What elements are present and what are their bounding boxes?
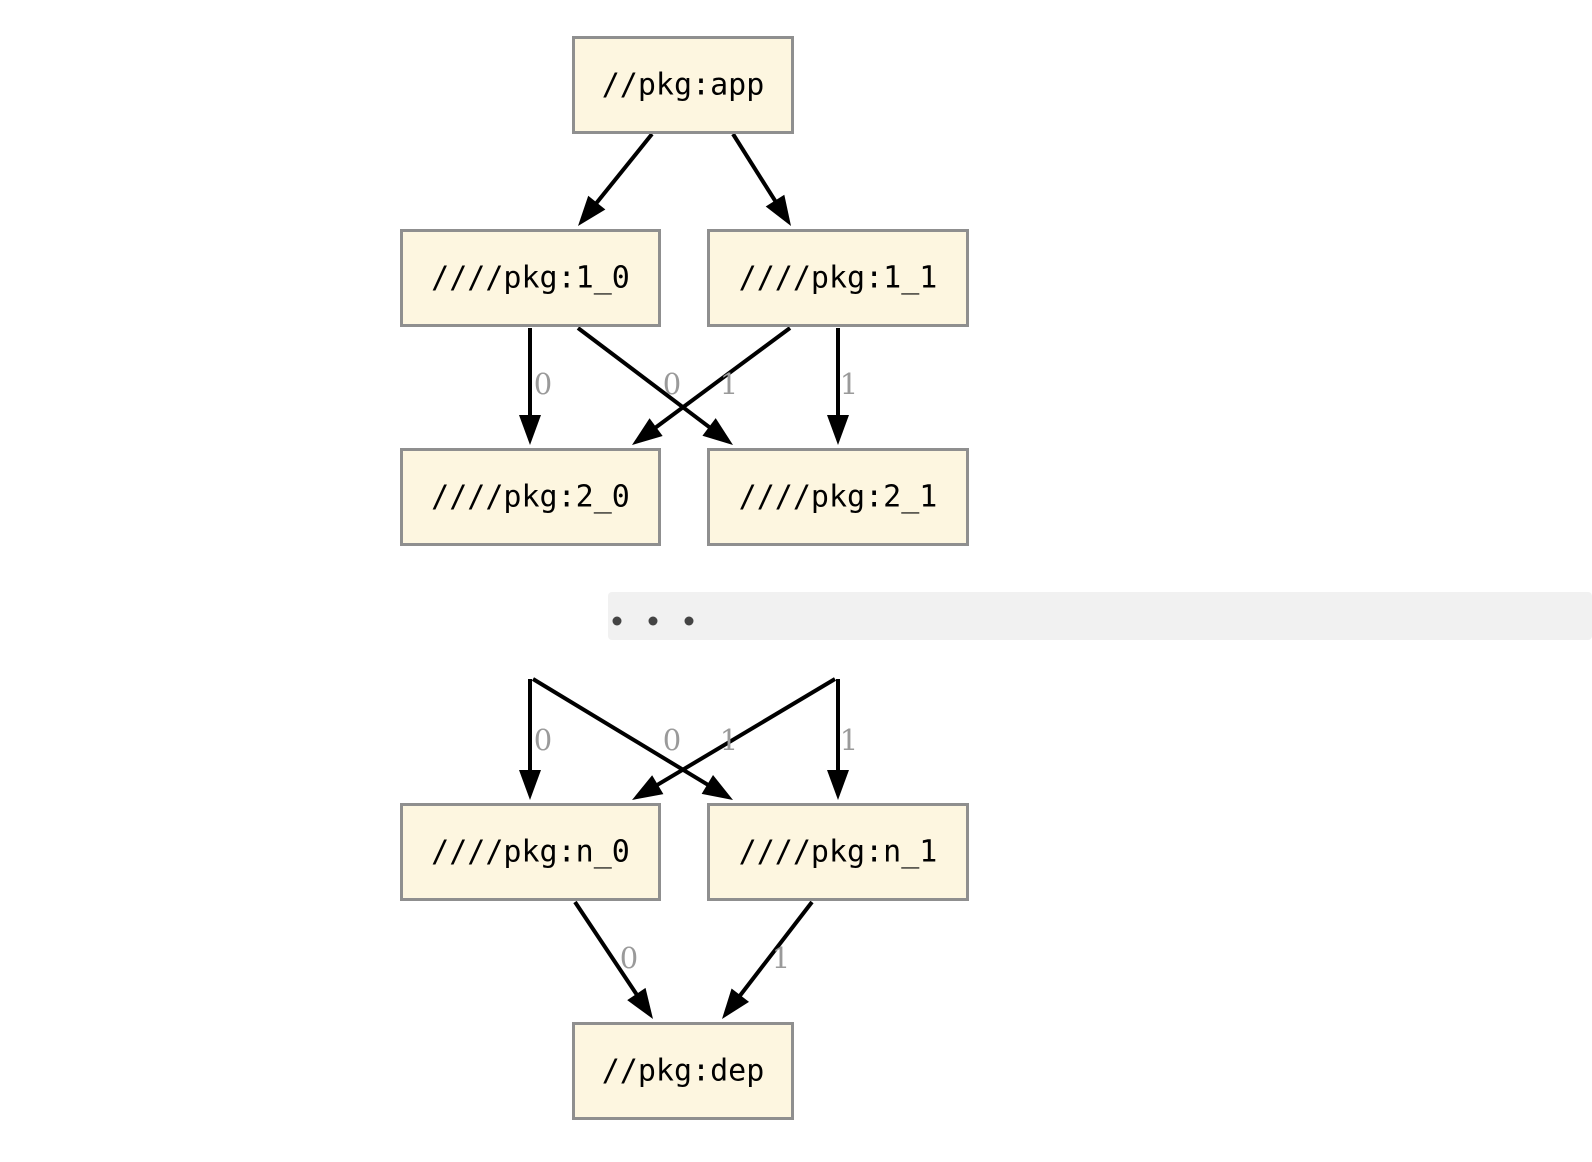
edge-l1_0-l2_1 — [576, 326, 716, 433]
nodes-layer: //pkg:app ////pkg:1_0 ////pkg:1_1 ////pkg:2… — [400, 36, 969, 1120]
arrowhead-l1_1-l2_1 — [827, 415, 849, 445]
edge-l1_1-l2_0 — [650, 326, 792, 433]
arrowhead-ln_0-dep — [627, 987, 653, 1019]
edge-elided-ln_0-b — [651, 677, 837, 790]
arrowhead-elided-ln_1-b — [827, 770, 849, 800]
arrowhead-app-l1_0 — [578, 195, 606, 226]
node-label-app: //pkg:app — [602, 68, 765, 103]
elision-dot-1 — [648, 616, 658, 626]
node-label-l2_0: ////pkg:2_0 — [431, 480, 630, 515]
arrowhead-l1_0-l2_1 — [702, 418, 733, 445]
edge-ln_0-dep — [573, 900, 642, 1001]
node-box-ln_0[interactable] — [400, 803, 661, 901]
node-label-l2_1: ////pkg:2_1 — [739, 480, 938, 515]
node-box-app[interactable] — [572, 36, 794, 134]
node-label-ln_1: ////pkg:n_1 — [739, 835, 938, 870]
arrowhead-l1_1-l2_0 — [632, 418, 663, 445]
node-box-l2_1[interactable] — [707, 448, 969, 546]
node-label-ln_0: ////pkg:n_0 — [431, 835, 630, 870]
node-box-l2_0[interactable] — [400, 448, 661, 546]
edge-ln_1-dep — [735, 900, 814, 1002]
edge-label-elided-ln_1-b: 1 — [840, 723, 858, 757]
arrowhead-app-l1_1 — [765, 194, 791, 226]
node-l1_1[interactable]: ////pkg:1_1 — [707, 229, 969, 327]
edge-app-l1_1 — [731, 132, 780, 207]
elision-bar — [608, 592, 1592, 640]
node-app[interactable]: //pkg:app — [572, 36, 794, 134]
node-ln_0[interactable]: ////pkg:n_0 — [400, 803, 661, 901]
edge-app-l1_0 — [591, 132, 654, 209]
node-l2_0[interactable]: ////pkg:2_0 — [400, 448, 661, 546]
arrowhead-l1_0-l2_0 — [519, 415, 541, 445]
edge-label-elided-ln_0-a: 0 — [534, 723, 552, 757]
node-box-l1_0[interactable] — [400, 229, 661, 327]
node-ln_1[interactable]: ////pkg:n_1 — [707, 803, 969, 901]
edge-label-ln_0-dep: 0 — [620, 941, 638, 975]
node-label-l1_0: ////pkg:1_0 — [431, 261, 630, 296]
edge-labels-layer: 0 0 1 1 0 0 1 1 0 1 — [534, 367, 858, 975]
arrowhead-elided-ln_1-a — [701, 775, 733, 800]
edge-label-l1_1-l2_0: 1 — [720, 367, 738, 401]
elision-dot-0 — [612, 616, 622, 626]
edges-layer — [519, 132, 849, 1019]
elision-separator — [608, 592, 1592, 640]
node-box-dep[interactable] — [572, 1022, 794, 1120]
edge-label-elided-ln_0-b: 1 — [720, 723, 738, 757]
node-box-ln_1[interactable] — [707, 803, 969, 901]
arrowhead-elided-ln_0-b — [632, 775, 664, 800]
elision-dot-2 — [684, 616, 694, 626]
edge-label-l1_1-l2_1: 1 — [840, 367, 858, 401]
arrowhead-elided-ln_0-a — [519, 770, 541, 800]
node-label-l1_1: ////pkg:1_1 — [739, 261, 938, 296]
edge-label-l1_0-l2_0: 0 — [534, 367, 552, 401]
node-label-dep: //pkg:dep — [602, 1054, 765, 1089]
node-l2_1[interactable]: ////pkg:2_1 — [707, 448, 969, 546]
edge-label-elided-ln_1-a: 0 — [663, 723, 681, 757]
edge-elided-ln_1-a — [531, 677, 714, 790]
node-box-l1_1[interactable] — [707, 229, 969, 327]
node-dep[interactable]: //pkg:dep — [572, 1022, 794, 1120]
arrowhead-ln_1-dep — [722, 988, 750, 1019]
node-l1_0[interactable]: ////pkg:1_0 — [400, 229, 661, 327]
edge-label-l1_0-l2_1: 0 — [663, 367, 681, 401]
edge-label-ln_1-dep: 1 — [772, 941, 790, 975]
